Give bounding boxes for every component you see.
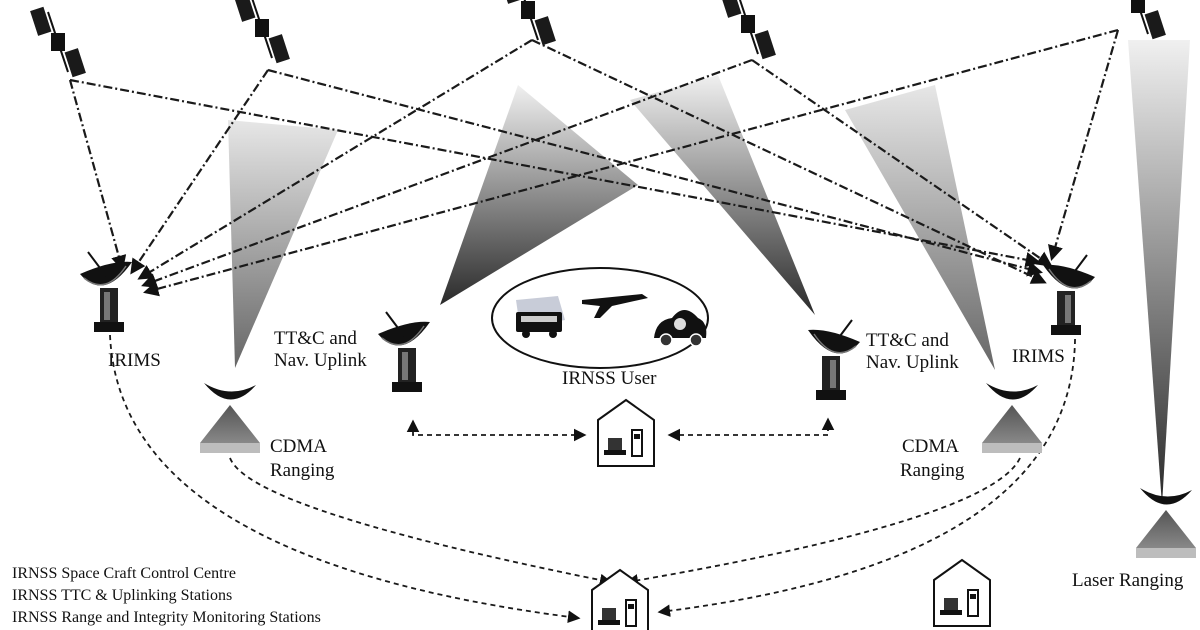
beam-cdma-left	[228, 120, 338, 368]
signal-line	[68, 79, 127, 271]
beam-left-uplink	[440, 85, 638, 305]
ranging-station-icon	[1136, 488, 1196, 558]
dish-antenna-icon	[377, 311, 431, 393]
legend-item: IRNSS Range and Integrity Monitoring Sta…	[12, 609, 321, 626]
laser-ranging-label: Laser Ranging	[1072, 570, 1184, 591]
cdma-left-label-line1: CDMA	[270, 436, 327, 457]
signal-line	[141, 58, 753, 288]
dish-antenna-icon	[807, 319, 861, 401]
control-building-icon	[597, 399, 655, 467]
airplane-icon	[582, 294, 648, 318]
ground-link	[406, 419, 587, 442]
irims-left-label: IRIMS	[108, 350, 161, 371]
irims-right-label: IRIMS	[1012, 346, 1065, 367]
dish-antenna-icon	[79, 251, 133, 333]
legend-item: IRNSS Space Craft Control Centre	[12, 565, 236, 582]
ranging-station-icon	[982, 383, 1042, 453]
satellite-icon	[719, 0, 777, 61]
control-building-icon	[933, 559, 991, 627]
signal-line	[137, 39, 533, 280]
ground-link	[667, 417, 835, 442]
signal-line	[130, 69, 269, 275]
ground-link	[109, 334, 581, 623]
cdma-right-label-line2: Ranging	[900, 460, 965, 481]
ttc-right-label-line1: TT&C and	[866, 330, 949, 351]
satellite-icon	[1109, 0, 1167, 41]
signal-line	[531, 39, 1047, 284]
ttc-left-label-line1: TT&C and	[274, 328, 357, 349]
control-building-icon	[591, 569, 649, 630]
satellite-icon	[29, 5, 87, 79]
ranging-station-icon	[200, 383, 260, 453]
beam-laser	[1128, 40, 1190, 505]
cdma-left-label-line2: Ranging	[270, 460, 335, 481]
dish-antenna-icon	[1042, 254, 1096, 336]
signal-line	[751, 59, 1053, 267]
beam-right-uplink	[630, 75, 815, 315]
ttc-left-label-line2: Nav. Uplink	[274, 350, 367, 371]
irnss-user-label: IRNSS User	[562, 368, 657, 389]
ttc-right-label-line2: Nav. Uplink	[866, 352, 959, 373]
ground-link	[657, 329, 1076, 618]
ground-link	[229, 457, 613, 587]
signal-line	[143, 28, 1119, 297]
satellite-icon	[233, 0, 291, 65]
beam-cdma-right	[845, 85, 995, 370]
car-icon	[654, 310, 707, 347]
signal-line	[69, 78, 1042, 268]
ground-link	[625, 457, 1021, 587]
bus-icon	[516, 296, 565, 338]
signal-line	[1048, 29, 1120, 261]
satellite-icon	[499, 0, 557, 47]
legend-item: IRNSS TTC & Uplinking Stations	[12, 587, 232, 604]
signal-line	[267, 68, 1043, 277]
cdma-right-label-line1: CDMA	[902, 436, 959, 457]
